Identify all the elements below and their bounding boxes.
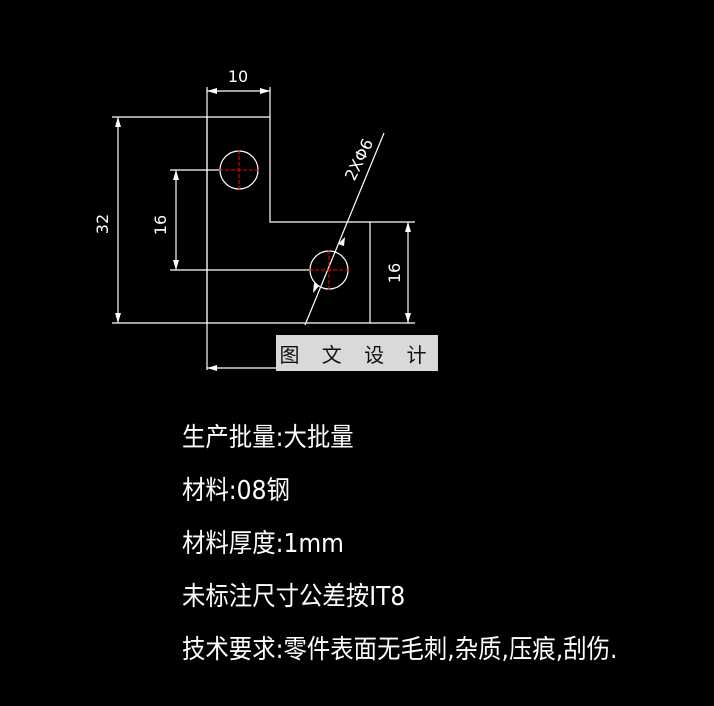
arrow: [207, 365, 217, 371]
arrow: [173, 170, 179, 180]
note-tolerance: 未标注尺寸公差按IT8: [182, 582, 406, 612]
part-outline: [206, 116, 371, 324]
watermark-stamp: 图 文 设 计: [276, 335, 438, 371]
note-material: 材料:08钢: [182, 476, 290, 506]
arrow: [115, 313, 121, 323]
dim-text-16-right: 16: [385, 263, 404, 283]
dim-text-top: 10: [228, 67, 248, 86]
arrow: [173, 260, 179, 270]
arrow: [405, 313, 411, 323]
note-thickness: 材料厚度:1mm: [182, 529, 344, 559]
arrow: [338, 237, 345, 246]
note-requirements: 技术要求:零件表面无毛刺,杂质,压痕,刮伤.: [182, 635, 618, 665]
arrow: [207, 88, 217, 94]
arrow: [313, 283, 319, 293]
note-batch: 生产批量:大批量: [182, 423, 354, 453]
arrow: [115, 117, 121, 127]
arrow: [260, 88, 270, 94]
arrow: [405, 222, 411, 232]
dim-text-16-left: 16: [151, 215, 170, 235]
hole-leader: [304, 132, 385, 326]
dim-text-hole-callout: 2XΦ6: [341, 136, 377, 184]
technical-notes: 生产批量:大批量 材料:08钢 材料厚度:1mm 未标注尺寸公差按IT8 技术要…: [182, 418, 666, 683]
dim-text-32: 32: [93, 214, 112, 234]
